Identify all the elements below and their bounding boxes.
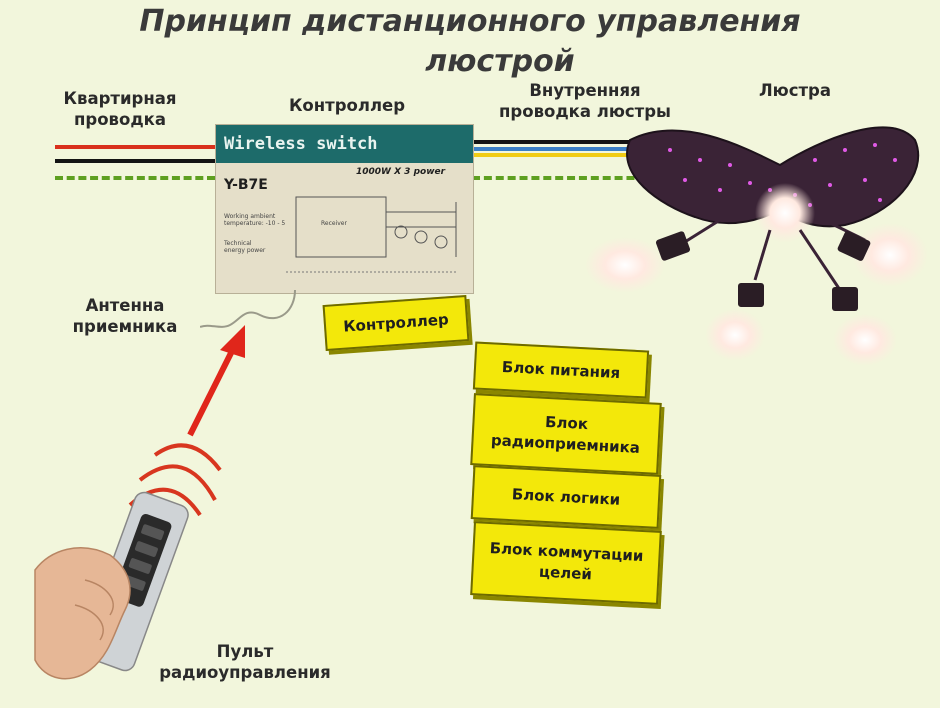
device-fine-print-2: Technical energy power	[224, 240, 294, 254]
block-power-supply: Блок питания	[472, 341, 650, 399]
wire-internal-black	[472, 140, 672, 144]
bulb-bottom-left	[705, 309, 765, 361]
title-line-1: Принцип дистанционного управления	[139, 4, 801, 39]
device-header: Wireless switch	[216, 125, 473, 163]
block-switching: Блок коммутации целей	[470, 521, 662, 605]
device-model: Y-B7E	[224, 177, 268, 193]
device-power: 1000W X 3 power	[356, 167, 446, 177]
bulb-left	[585, 237, 665, 293]
wireless-switch-device: Wireless switch 1000W X 3 power Y-B7E Wo…	[215, 124, 474, 294]
device-fine-print-1-line2: temperature: -10 - 5	[224, 220, 286, 227]
block-switching-line2: целей	[538, 562, 593, 584]
wire-internal-yellow	[472, 153, 672, 157]
antenna-wire	[200, 289, 296, 328]
internal-wiring-label-line2: проводка люстры	[499, 102, 671, 121]
wire-internal-blue	[472, 147, 672, 151]
remote-control-hand	[34, 491, 189, 680]
controller-label: Контроллер	[288, 96, 406, 115]
antenna-label: Антенна приемника	[40, 295, 210, 337]
apartment-wiring-label: Квартирная проводка	[30, 88, 210, 130]
remote-label: Пульт радиоуправления	[130, 641, 360, 683]
internal-wiring-label-line1: Внутренняя	[529, 81, 641, 100]
block-logic: Блок логики	[470, 465, 662, 529]
chandelier-center-light	[755, 183, 815, 243]
wire-ground-right	[472, 176, 682, 180]
device-fine-print-1: Working ambient temperature: -10 - 5	[224, 213, 294, 227]
antenna-label-line2: приемника	[72, 317, 178, 336]
antenna-label-line1: Антенна	[85, 296, 165, 315]
arrow-head-icon	[220, 325, 245, 358]
hand-icon	[34, 547, 131, 680]
block-radio-receiver: Блок радиоприемника	[470, 393, 662, 475]
title-line-2: люстрой	[425, 44, 575, 79]
internal-wiring-label: Внутренняя проводка люстры	[470, 80, 700, 122]
bulb-right	[852, 223, 928, 287]
device-fine-print-2-line2: energy power	[224, 247, 266, 254]
bulb-bottom-right	[833, 314, 897, 366]
chandelier-butterfly-body	[626, 126, 920, 228]
block-controller: Контроллер	[322, 295, 470, 351]
wire-ground-left	[55, 176, 215, 180]
remote-label-line2: радиоуправления	[159, 663, 331, 682]
device-fine-print-1-line1: Working ambient	[224, 213, 276, 220]
wire-red	[55, 145, 215, 149]
chandelier-image	[585, 126, 928, 366]
chandelier-label: Люстра	[758, 81, 832, 100]
device-fine-print-2-line1: Technical	[224, 240, 252, 247]
block-radio-receiver-line1: Блок	[544, 412, 589, 434]
block-radio-receiver-line2: радиоприемника	[490, 431, 641, 457]
device-circuit-diagram	[286, 196, 457, 273]
apartment-wiring-label-line1: Квартирная	[63, 89, 177, 108]
wire-black	[55, 159, 215, 163]
apartment-wiring-label-line2: проводка	[74, 110, 166, 129]
remote-label-line1: Пульт	[216, 642, 274, 661]
device-fine-print-3: Receiver	[321, 220, 347, 227]
